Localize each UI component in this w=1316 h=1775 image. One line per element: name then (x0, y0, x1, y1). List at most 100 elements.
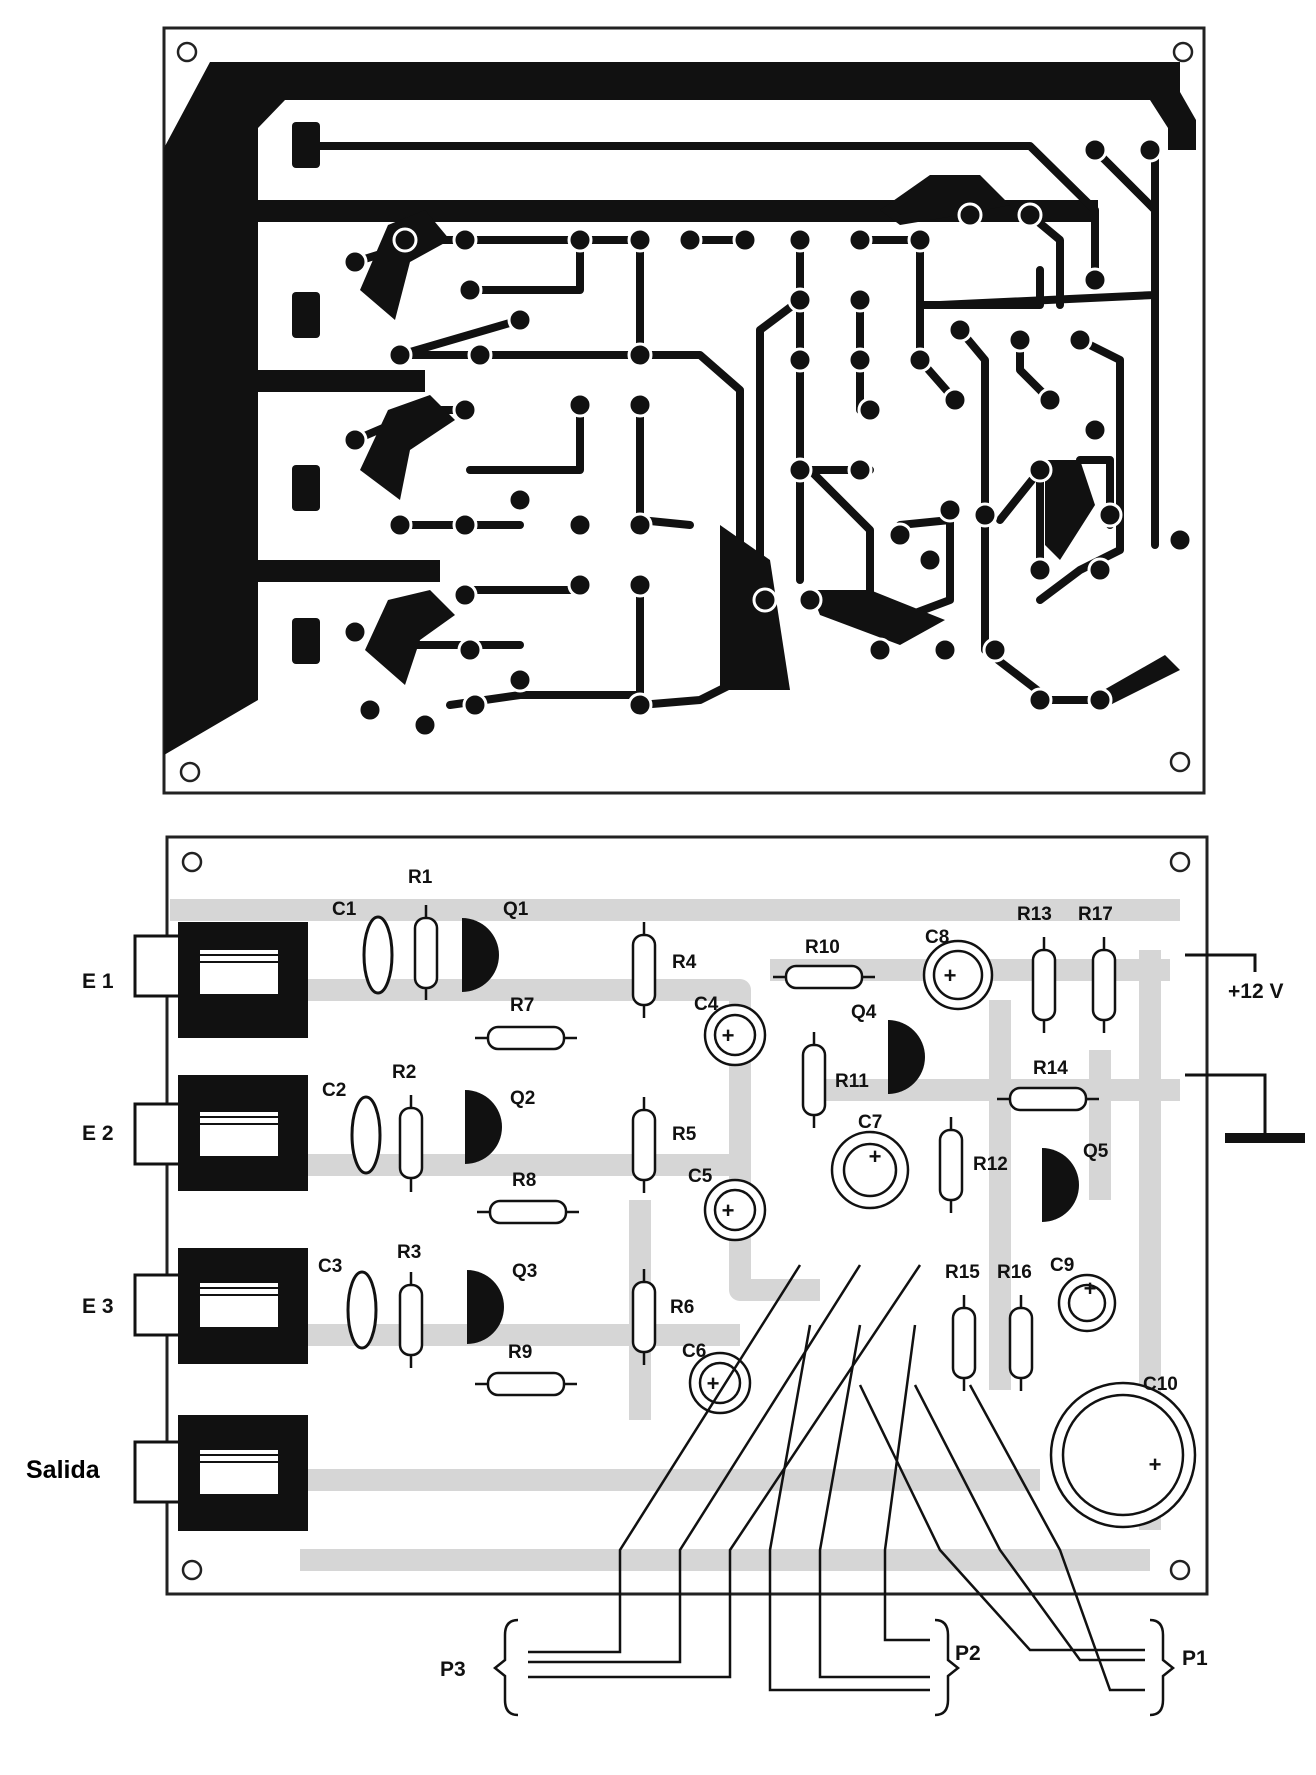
svg-text:Q3: Q3 (512, 1261, 537, 1282)
svg-text:C10: C10 (1143, 1374, 1178, 1395)
jack-e3 (133, 1248, 308, 1364)
resistor-r15 (951, 1306, 977, 1380)
corner-hole (181, 851, 203, 873)
svg-text:R5: R5 (672, 1124, 697, 1145)
pot-label-p1: P1 (1182, 1647, 1208, 1670)
electrolytic-caps (688, 939, 1197, 1529)
resistor-r6 (631, 1280, 657, 1354)
svg-text:+: + (944, 963, 957, 988)
input-label-e3: E 3 (82, 1295, 114, 1318)
corner-hole (1169, 851, 1191, 873)
svg-text:C8: C8 (925, 927, 949, 948)
resistor-r8 (488, 1199, 568, 1225)
svg-text:R14: R14 (1033, 1058, 1068, 1079)
copper-pads-large (292, 122, 1180, 705)
svg-text:+: + (707, 1371, 720, 1396)
svg-text:R9: R9 (508, 1342, 532, 1363)
jack-e1 (133, 922, 308, 1038)
pot-label-p3: P3 (440, 1658, 466, 1681)
supply-wires (1185, 953, 1305, 1143)
svg-text:R3: R3 (397, 1242, 421, 1263)
resistor-r12 (938, 1128, 964, 1202)
capacitor-c9 (1057, 1273, 1117, 1333)
resistor-r11 (801, 1043, 827, 1117)
corner-hole (1172, 41, 1194, 63)
component-board-outline (165, 835, 1209, 1596)
svg-text:C4: C4 (694, 994, 719, 1015)
capacitor-c7 (830, 1130, 910, 1210)
capacitor-c8 (922, 939, 994, 1011)
corner-hole (1169, 1559, 1191, 1581)
svg-text:+: + (1149, 1452, 1162, 1477)
resistor-leads (409, 905, 1106, 1391)
corner-hole (181, 1559, 203, 1581)
resistor-r3 (398, 1283, 424, 1357)
svg-text:C9: C9 (1050, 1255, 1074, 1276)
pcb-copper-layout (162, 26, 1206, 795)
corner-hole (179, 761, 201, 783)
resistor-r9 (486, 1371, 566, 1397)
jack-salida (133, 1415, 308, 1531)
svg-text:R4: R4 (672, 952, 697, 973)
transistor-q4 (888, 1020, 925, 1094)
svg-text:R12: R12 (973, 1154, 1008, 1175)
svg-text:R7: R7 (510, 995, 534, 1016)
svg-text:+: + (722, 1023, 735, 1048)
resistor-r4 (631, 933, 657, 1007)
copper-traces (301, 142, 1159, 709)
svg-text:R2: R2 (392, 1062, 416, 1083)
input-label-e1: E 1 (82, 970, 114, 993)
resistor-r17 (1091, 948, 1117, 1022)
svg-text:C5: C5 (688, 1166, 713, 1187)
resistor-r10 (784, 964, 864, 990)
resistor-r13 (1031, 948, 1057, 1022)
capacitor-c4 (703, 1003, 767, 1067)
resistor-r16 (1008, 1306, 1034, 1380)
svg-text:C1: C1 (332, 899, 357, 920)
component-layout: +++ +++ + C1 (26, 835, 1305, 1717)
pot-braces (492, 1618, 1176, 1717)
svg-text:C3: C3 (318, 1256, 342, 1277)
svg-text:+: + (1084, 1276, 1097, 1301)
component-corner-holes (181, 851, 1191, 1581)
cap-plus-signs: +++ +++ + (707, 963, 1162, 1477)
svg-text:+: + (722, 1198, 735, 1223)
pot-wires (528, 1264, 1145, 1692)
transistor-q1 (462, 918, 499, 992)
corner-hole (176, 41, 198, 63)
pot-label-p2: P2 (955, 1642, 981, 1665)
jack-e2 (133, 1075, 308, 1191)
resistor-r1 (413, 916, 439, 990)
transistors (462, 918, 1079, 1344)
svg-text:R16: R16 (997, 1262, 1032, 1283)
svg-text:C2: C2 (322, 1080, 346, 1101)
capacitor-c10 (1049, 1381, 1197, 1529)
svg-text:Q5: Q5 (1083, 1141, 1109, 1162)
svg-text:R15: R15 (945, 1262, 980, 1283)
svg-text:C6: C6 (682, 1341, 706, 1362)
input-label-e2: E 2 (82, 1122, 114, 1145)
component-labels: C1 R1 Q1 R4 C4 R7 C2 R2 Q2 R5 C5 R8 C3 R… (318, 867, 1178, 1395)
svg-text:R11: R11 (835, 1071, 869, 1092)
svg-text:R8: R8 (512, 1170, 536, 1191)
svg-text:R1: R1 (408, 867, 433, 888)
svg-text:R13: R13 (1017, 904, 1052, 925)
resistor-r5 (631, 1108, 657, 1182)
pcb-board-outline (162, 26, 1206, 795)
corner-hole (1169, 751, 1191, 773)
svg-text:R17: R17 (1078, 904, 1113, 925)
capacitor-c2 (350, 1095, 382, 1175)
supply-label: +12 V (1228, 980, 1283, 1003)
svg-text:C7: C7 (858, 1112, 882, 1133)
svg-text:R10: R10 (805, 937, 840, 958)
capacitor-c1 (362, 915, 394, 995)
transistor-q2 (465, 1090, 502, 1164)
transistor-q3 (467, 1270, 504, 1344)
capacitor-c6 (688, 1351, 752, 1415)
capacitor-c5 (703, 1178, 767, 1242)
resistor-r7 (486, 1025, 566, 1051)
svg-text:Q2: Q2 (510, 1088, 535, 1109)
copper-pads (342, 137, 1193, 738)
